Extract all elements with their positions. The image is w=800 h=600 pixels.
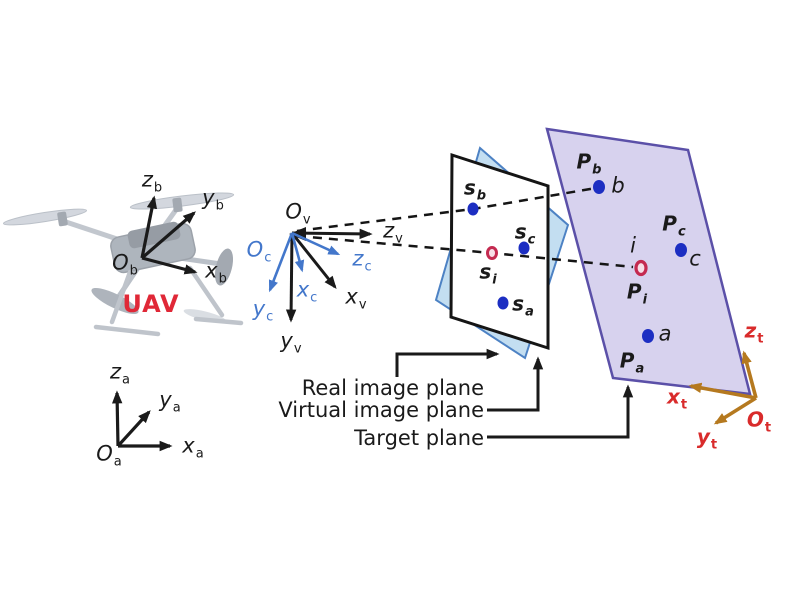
target-point-i-label: i	[630, 233, 636, 258]
target-frame-axes	[688, 350, 758, 425]
body-origin-label: Ob	[112, 250, 138, 279]
target-point-i-marker	[634, 259, 648, 277]
target-origin-label: Ot	[746, 407, 772, 436]
body-y-axis-label: yb	[202, 185, 224, 214]
image-point-sb-label: sb	[463, 175, 487, 204]
target-point-b-label: b	[611, 173, 625, 198]
target-point-Pa-label: Pa	[619, 348, 645, 377]
target-point-Pc-label: Pc	[662, 211, 686, 240]
image-point-sa-label: sa	[512, 291, 534, 320]
virtual-camera-axes	[285, 228, 373, 323]
target-feature-dots	[593, 180, 687, 343]
target-point-a-label: a	[658, 321, 672, 346]
uav-illustration	[3, 192, 244, 337]
inertial-frame-axes	[111, 390, 173, 452]
inertial-origin-label: Oa	[96, 441, 122, 470]
uav-label: UAV	[122, 290, 180, 318]
target-y-axis-label: yt	[696, 424, 718, 453]
target-point-Pi-label: Pi	[626, 279, 648, 308]
body-frame-axes	[140, 195, 198, 275]
virtual-image-plane-label: Virtual image plane	[278, 398, 484, 422]
inertial-z-axis-label: za	[110, 359, 130, 388]
target-point-c-label: c	[689, 246, 701, 271]
target-plane-label: Target plane	[354, 426, 484, 450]
body-x-axis-label: xb	[205, 258, 227, 287]
real-camera-z-label: zc	[352, 246, 372, 275]
target-x-axis-label: xt	[666, 384, 688, 413]
real-camera-y-label: yc	[252, 296, 274, 325]
image-point-sc-label: sc	[514, 219, 536, 248]
plane-label-connectors	[395, 348, 634, 439]
real-camera-x-label: xc	[296, 277, 318, 306]
body-z-axis-label: zb	[141, 167, 163, 196]
inertial-x-axis-label: xa	[182, 433, 204, 462]
real-camera-origin-label: Oc	[246, 237, 272, 266]
virtual-camera-origin-label: Ov	[285, 199, 311, 228]
target-plane	[545, 127, 752, 396]
virtual-camera-z-label: zv	[383, 218, 403, 247]
target-z-axis-label: zt	[744, 318, 764, 347]
real-camera-axes	[268, 231, 341, 293]
real-image-plane-label: Real image plane	[301, 376, 484, 400]
virtual-camera-y-label: yv	[280, 328, 302, 357]
image-point-si-marker	[486, 246, 498, 260]
virtual-camera-x-label: xv	[345, 284, 367, 313]
image-point-si-label: si	[479, 259, 497, 288]
inertial-y-axis-label: ya	[159, 387, 181, 416]
image-feature-dots	[467, 202, 530, 310]
target-point-Pb-label: Pb	[576, 149, 602, 178]
